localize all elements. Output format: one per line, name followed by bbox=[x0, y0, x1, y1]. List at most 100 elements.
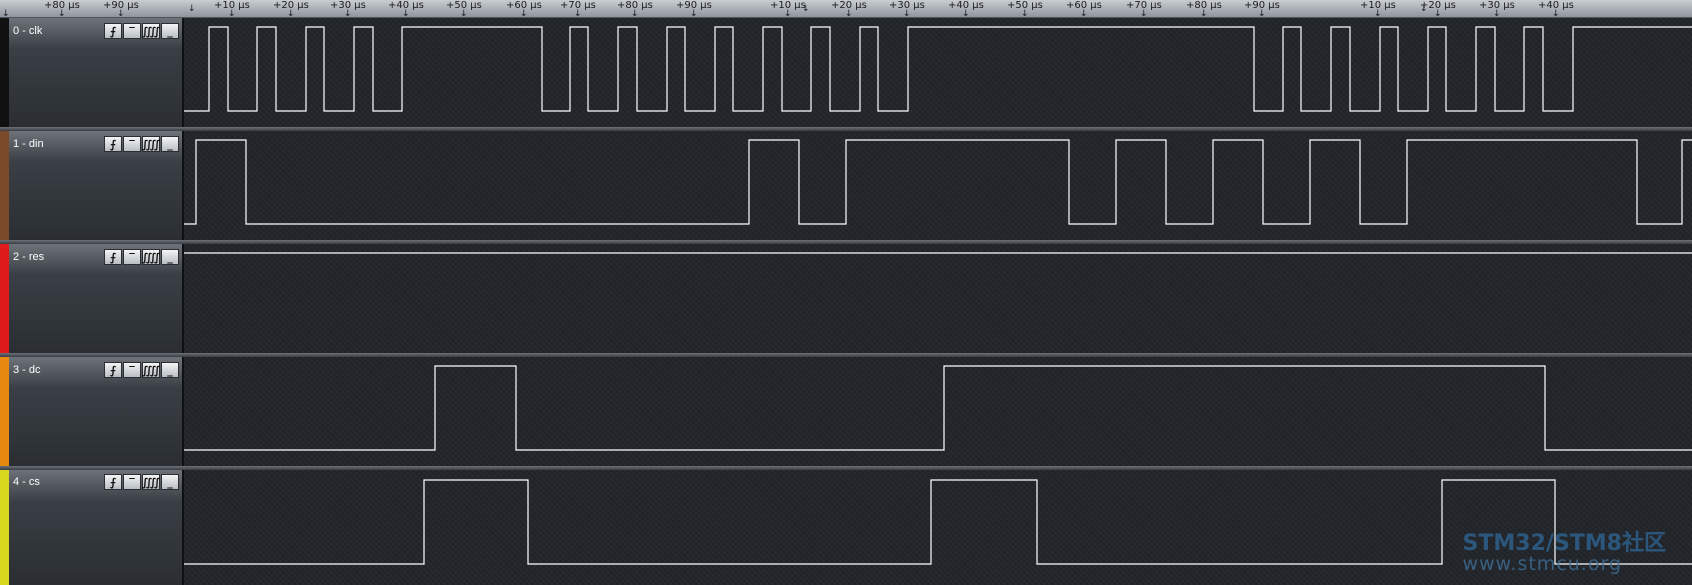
trigger-buttons: ⨍‾⨌_ bbox=[104, 474, 180, 490]
falling-edge-trigger-icon[interactable]: ⨌ bbox=[141, 136, 161, 152]
ruler-tick-label: +30 µs bbox=[1479, 0, 1515, 11]
ruler-tick: +30 µs↓ bbox=[889, 0, 925, 18]
channel-color-bar bbox=[0, 469, 9, 585]
trigger-buttons: ⨍‾⨌_ bbox=[104, 362, 180, 378]
ruler-tick: +60 µs↓ bbox=[506, 0, 542, 17]
falling-edge-trigger-icon[interactable]: ⨌ bbox=[141, 362, 161, 378]
rising-edge-trigger-icon[interactable]: ⨍ bbox=[104, 23, 122, 39]
high-level-trigger-icon[interactable]: ‾ bbox=[123, 23, 141, 39]
ruler-tick-label: +40 µs bbox=[1538, 0, 1574, 11]
time-ruler[interactable]: µs↓+80 µs↓+90 µs↓+10 µs↓+20 µs↓+30 µs↓+4… bbox=[0, 0, 1692, 18]
waveform-area[interactable] bbox=[184, 18, 1692, 585]
ruler-tick: +20 µs↓ bbox=[273, 0, 309, 18]
rising-edge-trigger-icon[interactable]: ⨍ bbox=[104, 249, 122, 265]
ruler-tick: +40 µs↓ bbox=[388, 0, 424, 17]
trigger-buttons: ⨍‾⨌_ bbox=[104, 136, 180, 152]
ruler-tick: +10 µs↓ bbox=[1360, 0, 1396, 17]
high-level-trigger-icon[interactable]: ‾ bbox=[123, 474, 141, 490]
ruler-tick: +20 µs↓ bbox=[1420, 0, 1456, 17]
tick-arrow-icon: ↓ bbox=[460, 9, 468, 18]
ruler-tick: +80 µs↓ bbox=[44, 0, 80, 17]
ruler-tick: +20 µs↓ bbox=[831, 0, 867, 18]
ruler-tick: +70 µs↓ bbox=[1126, 0, 1162, 18]
channel-separator bbox=[0, 127, 1692, 131]
rising-edge-trigger-icon[interactable]: ⨍ bbox=[104, 136, 122, 152]
channel-label-res[interactable]: 2 - res⨍‾⨌_ bbox=[0, 244, 184, 354]
channel-name: 3 - dc bbox=[13, 364, 41, 376]
ruler-tick-label: +70 µs bbox=[560, 0, 596, 11]
ruler-tick: +40 µs↓ bbox=[1538, 0, 1574, 18]
ruler-tick: +30 µs↓ bbox=[1479, 0, 1515, 17]
ruler-tick-label: +20 µs bbox=[273, 0, 309, 11]
ruler-tick: µs↓ bbox=[0, 0, 10, 18]
falling-edge-trigger-icon[interactable]: ⨌ bbox=[141, 249, 161, 265]
waveform-cs bbox=[184, 479, 1692, 565]
channel-label-dc[interactable]: 3 - dc ⨍‾⨌_ bbox=[0, 357, 184, 467]
watermark-url: www.stmcu.org bbox=[1462, 553, 1623, 575]
high-level-trigger-icon[interactable]: ‾ bbox=[123, 362, 141, 378]
tick-arrow-icon: ↓ bbox=[574, 9, 582, 18]
channel-name: 4 - cs bbox=[13, 476, 40, 488]
low-level-trigger-icon[interactable]: _ bbox=[161, 23, 179, 39]
channel-name: 1 - din bbox=[13, 138, 44, 150]
ruler-tick-label: +50 µs bbox=[446, 0, 482, 11]
ruler-tick: +10 µs↓ bbox=[770, 0, 806, 17]
ruler-origin-marker: ↓ bbox=[1420, 4, 1428, 14]
tick-arrow-icon: ↓ bbox=[631, 9, 639, 18]
low-level-trigger-icon[interactable]: _ bbox=[161, 362, 179, 378]
tick-arrow-icon: ↓ bbox=[117, 9, 125, 18]
low-level-trigger-icon[interactable]: _ bbox=[161, 249, 179, 265]
tick-arrow-icon: ↓ bbox=[903, 9, 911, 18]
ruler-tick: +60 µs↓ bbox=[1066, 0, 1102, 17]
ruler-origin-marker: ↓ bbox=[188, 4, 196, 14]
rising-edge-trigger-icon[interactable]: ⨍ bbox=[104, 362, 122, 378]
tick-arrow-icon: ↓ bbox=[1552, 9, 1560, 18]
tick-arrow-icon: ↓ bbox=[344, 9, 352, 18]
high-level-trigger-icon[interactable]: ‾ bbox=[123, 136, 141, 152]
ruler-tick-label: +10 µs bbox=[1360, 0, 1396, 11]
channel-color-bar bbox=[0, 18, 9, 128]
ruler-tick-label: +70 µs bbox=[1126, 0, 1162, 11]
tick-arrow-icon: ↓ bbox=[845, 9, 853, 18]
high-level-trigger-icon[interactable]: ‾ bbox=[123, 249, 141, 265]
ruler-tick-label: +90 µs bbox=[103, 0, 139, 11]
ruler-tick: +80 µs↓ bbox=[617, 0, 653, 18]
ruler-tick-label: +80 µs bbox=[44, 0, 80, 11]
ruler-tick-label: +90 µs bbox=[676, 0, 712, 11]
ruler-tick-label: +30 µs bbox=[330, 0, 366, 11]
falling-edge-trigger-icon[interactable]: ⨌ bbox=[141, 474, 161, 490]
ruler-tick: +50 µs↓ bbox=[446, 0, 482, 18]
ruler-tick: +50 µs↓ bbox=[1007, 0, 1043, 17]
low-level-trigger-icon[interactable]: _ bbox=[161, 474, 179, 490]
ruler-tick: +10 µs↓ bbox=[214, 0, 250, 17]
channel-label-clk[interactable]: 0 - clk⨍‾⨌_ bbox=[0, 18, 184, 128]
tick-arrow-icon: ↓ bbox=[2, 9, 10, 18]
tick-arrow-icon: ↓ bbox=[962, 9, 970, 18]
ruler-tick: +90 µs↓ bbox=[1244, 0, 1280, 18]
tick-arrow-icon: ↓ bbox=[1200, 9, 1208, 18]
low-level-trigger-icon[interactable]: _ bbox=[161, 136, 179, 152]
ruler-tick-label: +10 µs bbox=[214, 0, 250, 11]
ruler-tick-label: +20 µs bbox=[1420, 0, 1456, 11]
ruler-origin-marker: ↓ bbox=[802, 4, 810, 14]
tick-arrow-icon: ↓ bbox=[1140, 9, 1148, 18]
tick-arrow-icon: ↓ bbox=[287, 9, 295, 18]
tick-arrow-icon: ↓ bbox=[690, 9, 698, 18]
ruler-tick: +80 µs↓ bbox=[1186, 0, 1222, 18]
watermark: STM32/STM8社区 www.stmcu.org bbox=[1463, 525, 1666, 575]
tick-arrow-icon: ↓ bbox=[1258, 9, 1266, 18]
ruler-tick-label: +40 µs bbox=[948, 0, 984, 11]
ruler-tick: +40 µs↓ bbox=[948, 0, 984, 18]
ruler-tick-label: +80 µs bbox=[617, 0, 653, 11]
watermark-title: STM32/STM8社区 bbox=[1462, 531, 1666, 556]
waveform-svg bbox=[184, 26, 1692, 565]
ruler-tick-label: +50 µs bbox=[1007, 0, 1043, 11]
rising-edge-trigger-icon[interactable]: ⨍ bbox=[104, 474, 122, 490]
falling-edge-trigger-icon[interactable]: ⨌ bbox=[141, 23, 161, 39]
channel-label-din[interactable]: 1 - din ⨍‾⨌_ bbox=[0, 131, 184, 241]
channel-color-bar bbox=[0, 131, 9, 241]
waveform-dc bbox=[184, 365, 1692, 451]
waveform-clk bbox=[184, 26, 1692, 112]
trigger-buttons: ⨍‾⨌_ bbox=[104, 23, 180, 39]
channel-label-cs[interactable]: 4 - cs ⨍‾⨌_ bbox=[0, 469, 184, 585]
